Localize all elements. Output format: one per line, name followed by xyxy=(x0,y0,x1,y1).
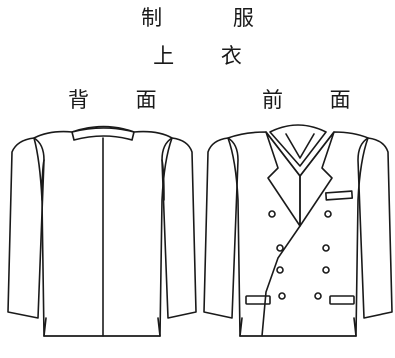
uniform-title: 制 服 xyxy=(141,6,286,30)
back-collar xyxy=(71,125,135,141)
front-right-slit xyxy=(353,317,357,337)
front-body xyxy=(227,131,369,337)
back-view-label: 背 面 xyxy=(68,88,177,112)
button-mid-left xyxy=(276,244,284,252)
chest-pocket xyxy=(325,190,354,201)
front-left-slit xyxy=(239,317,243,337)
back-right-sleeve xyxy=(161,137,197,319)
right-lower-pocket xyxy=(329,295,355,305)
button-hem-right xyxy=(314,292,322,300)
button-low-left xyxy=(276,266,284,274)
back-left-armhole xyxy=(41,159,45,201)
front-left-lapel xyxy=(265,131,301,227)
button-low-right xyxy=(322,266,330,274)
jacket-front-view xyxy=(203,124,393,337)
front-right-sleeve xyxy=(357,137,393,319)
front-right-lapel xyxy=(299,131,335,227)
left-lower-pocket xyxy=(245,295,271,305)
back-left-vent xyxy=(43,317,47,337)
front-neck-v xyxy=(285,133,315,159)
front-left-sleeve xyxy=(203,137,239,319)
back-right-vent xyxy=(157,317,161,337)
jacket-subtitle: 上 衣 xyxy=(153,44,262,68)
button-top-right xyxy=(324,210,332,218)
front-collar-band xyxy=(269,124,327,167)
front-view-label: 前 面 xyxy=(262,88,371,112)
jacket-back-view xyxy=(7,125,197,337)
back-right-armhole xyxy=(161,159,165,201)
back-left-sleeve xyxy=(7,137,45,319)
button-hem-left xyxy=(278,292,286,300)
button-mid-right xyxy=(322,244,330,252)
button-top-left xyxy=(268,210,276,218)
front-edge xyxy=(261,225,301,337)
